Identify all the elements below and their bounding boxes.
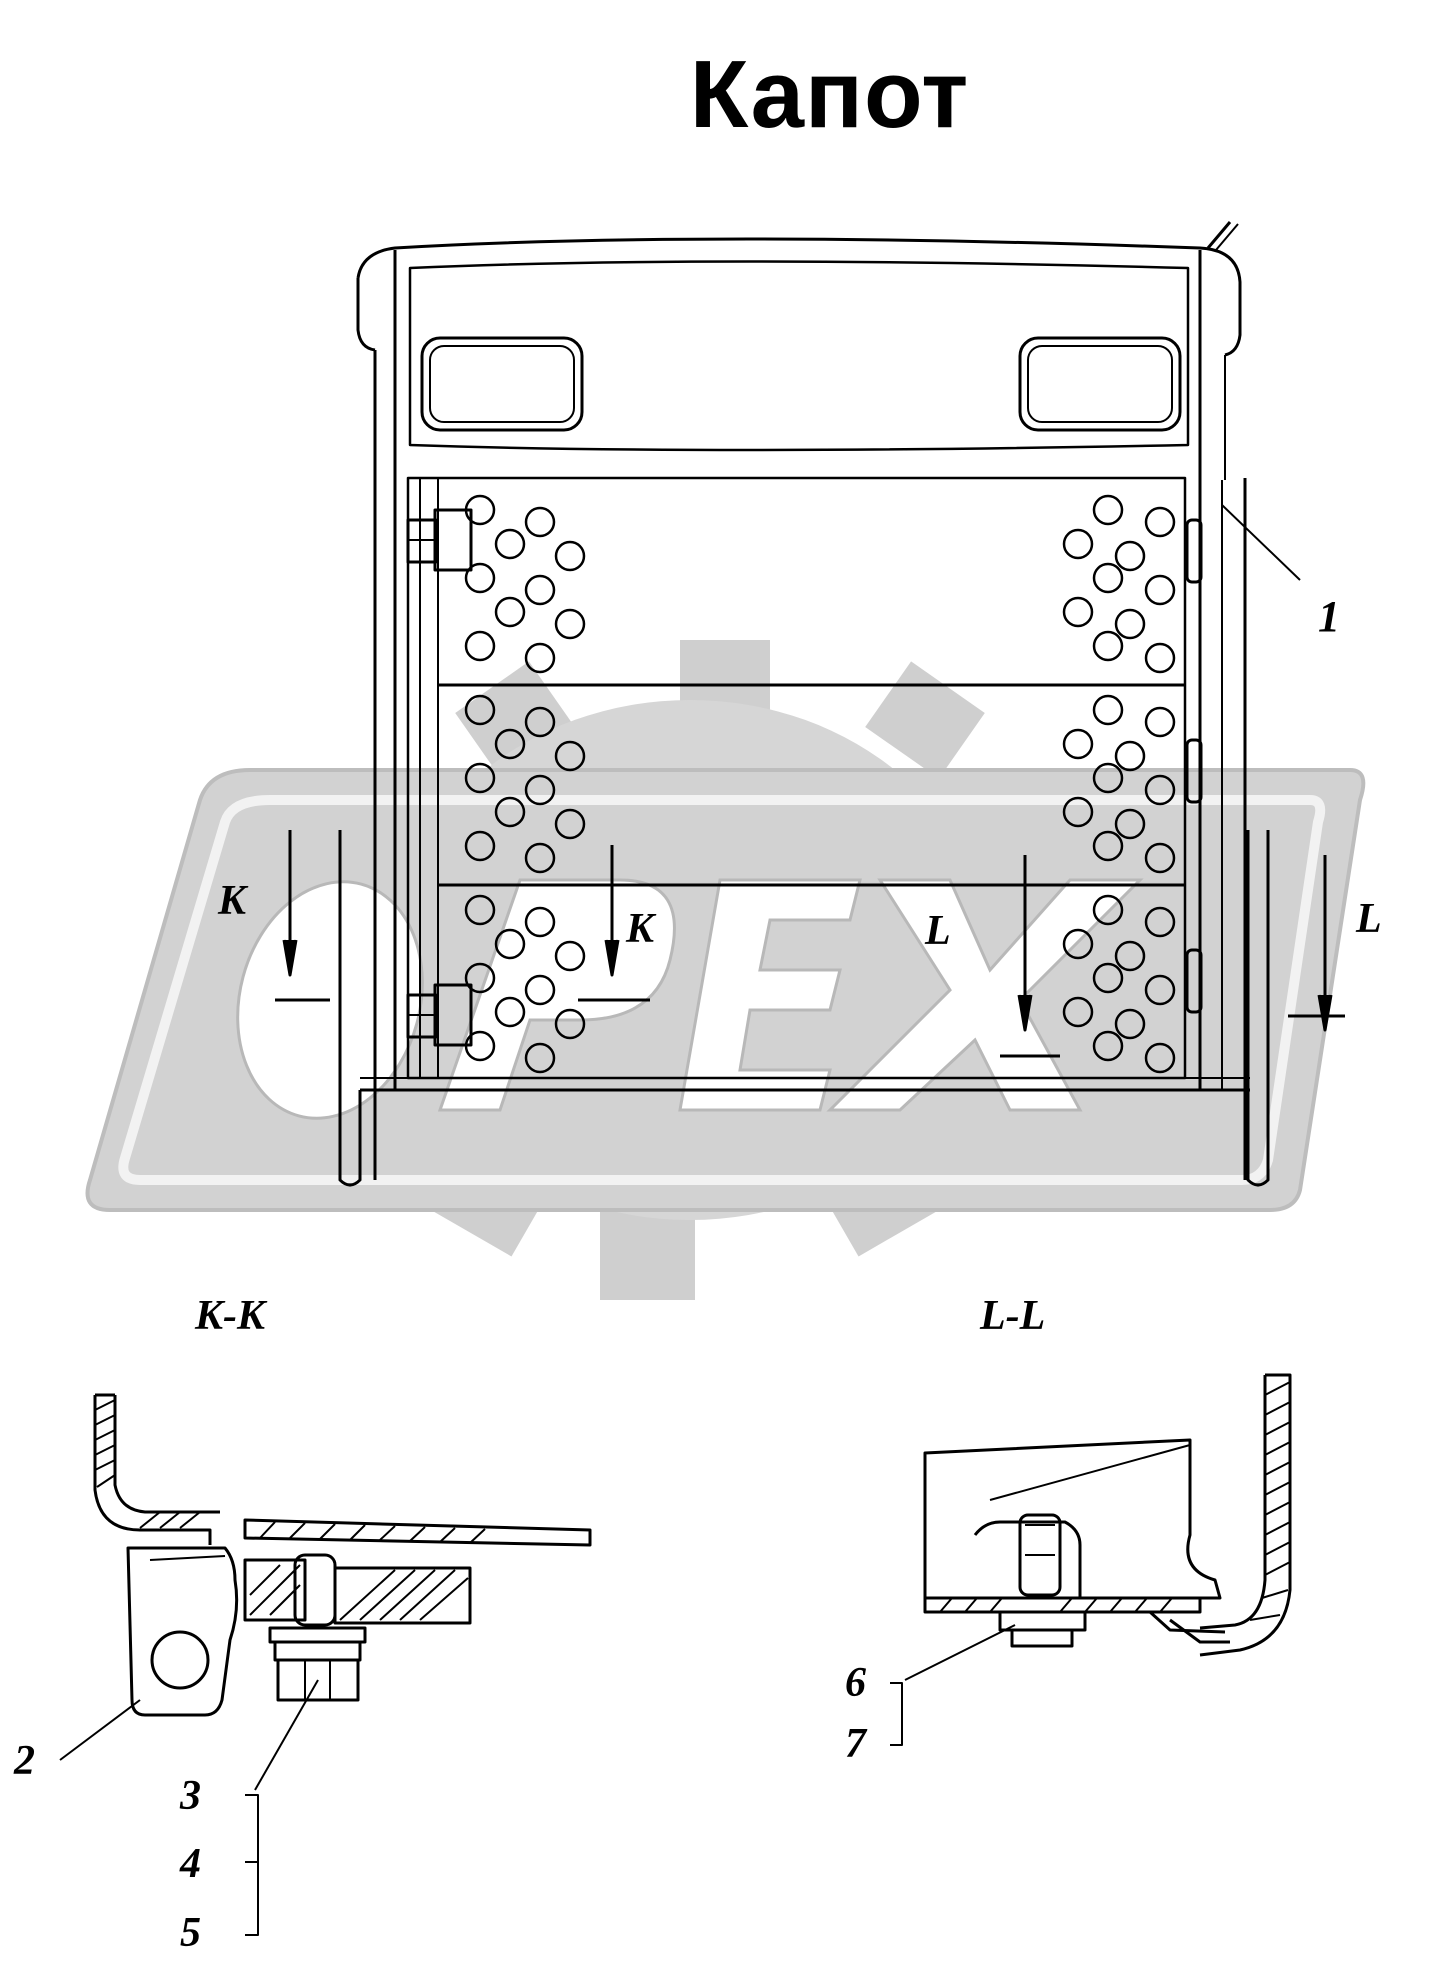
section-mark-k-right: K xyxy=(626,906,655,952)
perforation-hole xyxy=(494,596,526,628)
perforation-hole xyxy=(494,728,526,760)
callout-3: 3 xyxy=(180,1773,201,1819)
perforation-hole xyxy=(1092,830,1124,862)
section-mark-l-left: L xyxy=(925,908,951,954)
callout-1: 1 xyxy=(1318,592,1340,641)
perforation-hole xyxy=(554,940,586,972)
perforation-hole xyxy=(1144,906,1176,938)
perforation-hole xyxy=(1144,774,1176,806)
perforation-hole xyxy=(1092,562,1124,594)
perforation-hole xyxy=(1092,494,1124,526)
perforation-hole xyxy=(1062,728,1094,760)
page-title: Капот xyxy=(689,41,970,148)
perforation-hole xyxy=(524,642,556,674)
perforation-hole xyxy=(524,1042,556,1074)
perforation-hole xyxy=(1144,642,1176,674)
perforation-hole xyxy=(1144,706,1176,738)
perforation-hole xyxy=(1144,574,1176,606)
perforation-hole xyxy=(1114,940,1146,972)
section-title-kk: K-K xyxy=(195,1293,266,1339)
perforation-hole xyxy=(554,608,586,640)
perforation-hole xyxy=(464,494,496,526)
perforation-hole xyxy=(494,528,526,560)
perforation-hole xyxy=(1144,506,1176,538)
callout-7: 7 xyxy=(845,1721,866,1767)
perforation-hole xyxy=(1062,928,1094,960)
perforation-hole xyxy=(524,906,556,938)
perforation-hole xyxy=(464,562,496,594)
perforation-hole xyxy=(1062,996,1094,1028)
perforation-hole xyxy=(464,962,496,994)
perforation-hole xyxy=(524,774,556,806)
callout-4: 4 xyxy=(180,1841,201,1887)
perforation-hole xyxy=(1114,540,1146,572)
perforation-hole xyxy=(494,796,526,828)
perforation-hole xyxy=(1062,596,1094,628)
perforation-hole xyxy=(494,928,526,960)
perforation-hole xyxy=(1092,762,1124,794)
perforation-hole xyxy=(1114,808,1146,840)
perforation-hole xyxy=(1144,974,1176,1006)
perforation-hole xyxy=(464,894,496,926)
perforation-hole xyxy=(464,630,496,662)
section-mark-k-left: K xyxy=(218,878,247,924)
perforation-hole xyxy=(524,506,556,538)
perforation-hole xyxy=(524,574,556,606)
callout-5: 5 xyxy=(180,1910,201,1956)
perforation-hole xyxy=(1092,894,1124,926)
perforation-hole xyxy=(1092,630,1124,662)
perforation-hole xyxy=(554,1008,586,1040)
perforation-hole xyxy=(1114,740,1146,772)
section-mark-l-right: L xyxy=(1356,896,1382,942)
perforation-hole xyxy=(524,842,556,874)
perforation-hole xyxy=(524,706,556,738)
perforation-hole xyxy=(464,1030,496,1062)
perforation-hole xyxy=(554,808,586,840)
perforation-hole xyxy=(464,762,496,794)
callout-6: 6 xyxy=(845,1660,866,1706)
callout-2: 2 xyxy=(14,1738,35,1784)
perforation-hole xyxy=(524,974,556,1006)
perforation-hole xyxy=(1092,694,1124,726)
perforation-hole xyxy=(554,540,586,572)
perforation-hole xyxy=(464,694,496,726)
perforation-hole xyxy=(464,830,496,862)
perforation-hole xyxy=(1092,962,1124,994)
section-title-ll: L-L xyxy=(980,1293,1046,1339)
perforation-hole xyxy=(1114,608,1146,640)
perforation-hole xyxy=(1144,1042,1176,1074)
perforation-hole xyxy=(1114,1008,1146,1040)
perforation-hole xyxy=(554,740,586,772)
perforation-hole xyxy=(494,996,526,1028)
perforation-hole xyxy=(1062,528,1094,560)
perforation-hole xyxy=(1062,796,1094,828)
perforation-hole xyxy=(1092,1030,1124,1062)
perforation-hole xyxy=(1144,842,1176,874)
